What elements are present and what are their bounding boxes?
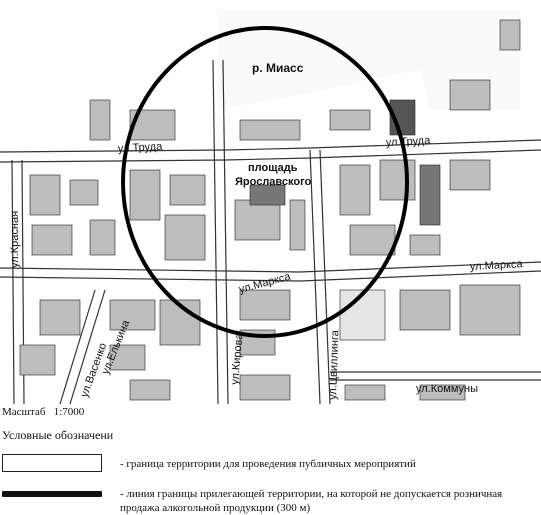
label-river: р. Миасс (252, 61, 304, 75)
map-scale: Масштаб 1:7000 (2, 406, 84, 418)
legend-title: Условные обозначени (2, 428, 114, 442)
map-canvas: р. Миасс площадь Ярославского ул.Труда у… (0, 10, 541, 404)
label-street-truda-east: ул.Труда (386, 135, 432, 149)
city-map: р. Миасс площадь Ярославского ул.Труда у… (0, 10, 541, 404)
legend-item-alcohol-boundary: - линия границы прилегающей территории, … (2, 487, 530, 515)
legend-text-event-territory: - граница территории для проведения публ… (120, 458, 416, 470)
label-street-kommuny: ул.Коммуны (416, 383, 478, 395)
river-area (218, 10, 520, 110)
alcohol-restriction-boundary (121, 26, 409, 338)
scale-label: Масштаб (2, 406, 46, 418)
label-square-line1: площадь (248, 162, 298, 174)
label-street-tsvillinga: ул.Цвиллинга (327, 329, 341, 400)
label-street-truda-west: ул.Труда (118, 141, 164, 155)
label-square-line2: Ярославского (235, 176, 312, 188)
legend-swatch-boundary-line (2, 487, 102, 501)
legend-item-public-events: - граница территории для проведения публ… (2, 454, 416, 472)
label-street-kirova: ул.Кирова (229, 332, 246, 385)
legend-text-boundary-line: - линия границы прилегающей территории, … (120, 488, 503, 514)
buildings (19, 19, 521, 401)
legend-swatch-event-territory (2, 454, 102, 472)
scale-value: 1:7000 (53, 406, 85, 418)
label-street-marksa-east: ул.Маркса (470, 258, 524, 273)
label-street-krasnaya: ул.Красная (9, 211, 21, 268)
